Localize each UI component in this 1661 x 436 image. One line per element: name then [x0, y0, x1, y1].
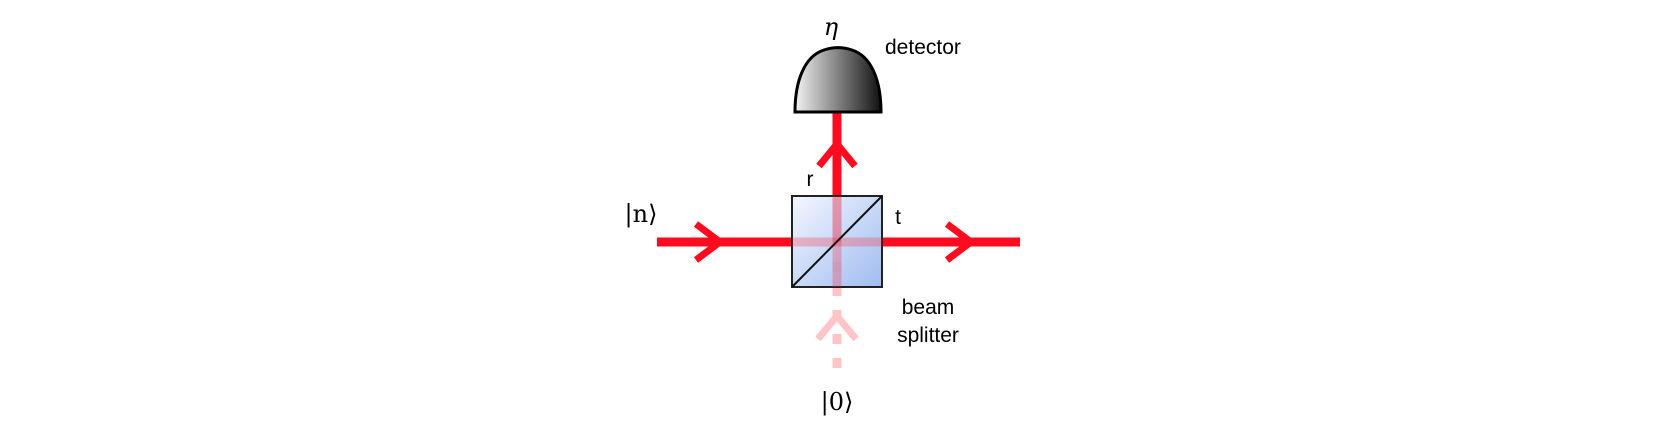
beam-splitter-label-line2: splitter — [897, 324, 959, 347]
efficiency-label: η — [824, 13, 839, 41]
transmitted-beam — [882, 221, 1020, 263]
detector-label: detector — [885, 36, 961, 59]
detector-icon — [793, 46, 883, 114]
splitter-diagonal — [791, 195, 883, 288]
beam-splitter — [791, 195, 883, 288]
vacuum-state-label: |0⟩ — [821, 388, 854, 417]
transmission-label: t — [895, 206, 901, 229]
reflection-label: r — [807, 168, 814, 191]
input-state-label: |n⟩ — [625, 200, 658, 229]
beam-splitter-label-line1: beam — [902, 296, 955, 319]
input-beam — [657, 221, 792, 263]
